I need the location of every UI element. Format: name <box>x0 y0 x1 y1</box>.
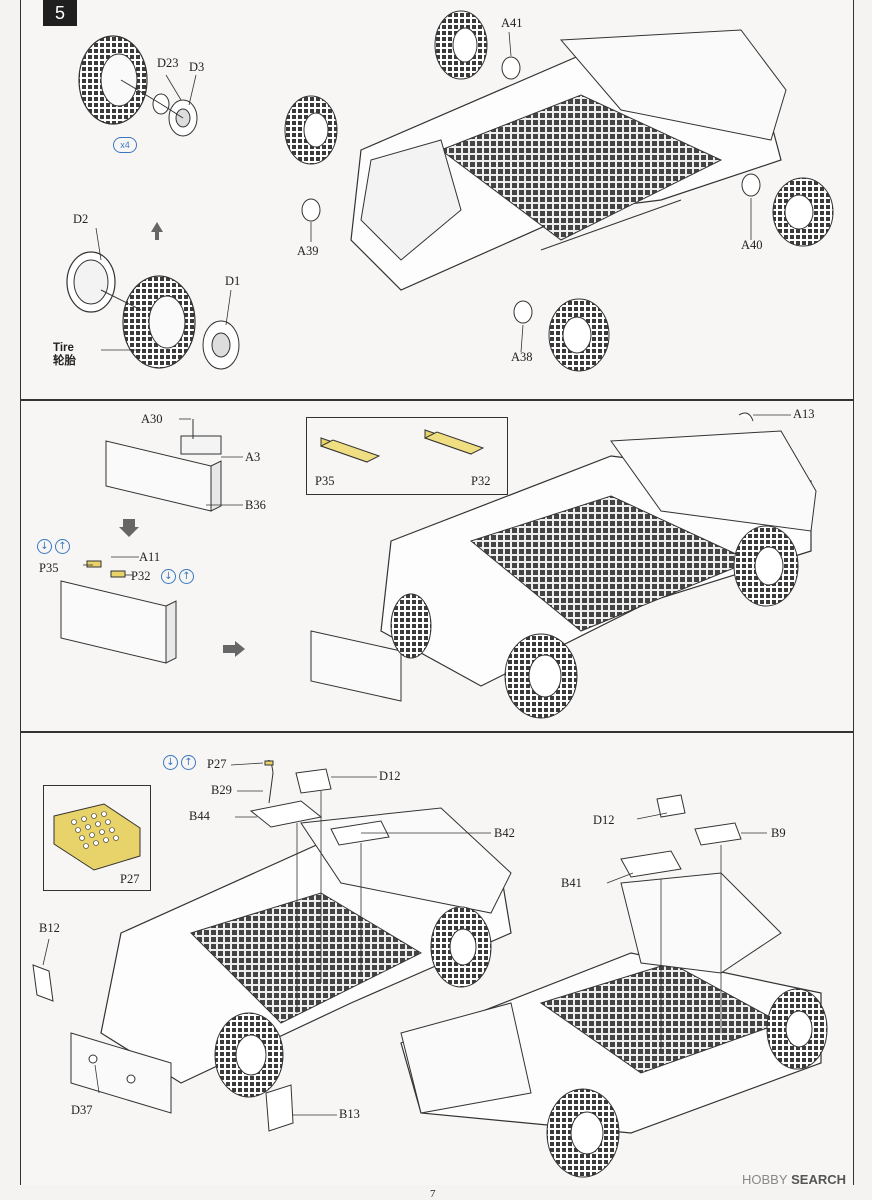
bend-instruction-icons-2: ↓ ↑ <box>161 569 194 584</box>
step-panel-hatches: P27 ↓ ↑ P27 B29 B44 D12 B42 B12 D37 B13 … <box>20 732 854 1185</box>
callout-d23: D23 <box>157 56 179 70</box>
tire-label-zh: 轮胎 <box>53 355 76 367</box>
callout-d3: D3 <box>189 60 205 74</box>
inset-label-p35: P35 <box>315 474 335 488</box>
step-panel-wheels: 5 <box>20 0 854 400</box>
callout-d37: D37 <box>71 1103 93 1117</box>
bend-instruction-icons-3: ↓ ↑ <box>163 755 196 770</box>
callout-b12: B12 <box>39 921 60 935</box>
bend-up-icon: ↑ <box>179 569 194 584</box>
callout-d2: D2 <box>73 212 89 226</box>
watermark-brand: HOBBY <box>742 1172 788 1187</box>
tire-label-en: Tire <box>53 342 74 354</box>
bend-up-icon: ↑ <box>181 755 196 770</box>
wheel-exploded-top <box>78 35 198 137</box>
bumper-assembled <box>60 580 167 664</box>
callout-p27: P27 <box>207 757 227 771</box>
wheel-exploded-bottom <box>66 251 240 370</box>
callout-a3: A3 <box>245 450 261 464</box>
inset-label-p32: P32 <box>471 474 491 488</box>
bend-up-icon: ↑ <box>55 539 70 554</box>
up-arrow-icon <box>151 222 163 240</box>
tire-label: Tire 轮胎 <box>53 342 76 368</box>
callout-b36: B36 <box>245 498 266 512</box>
callout-b29: B29 <box>211 783 232 797</box>
bend-down-icon: ↓ <box>163 755 178 770</box>
bend-instruction-icons-1: ↓ ↑ <box>37 539 70 554</box>
photo-etch-inset-p27: P27 <box>43 785 151 891</box>
callout-a13: A13 <box>793 407 815 421</box>
bend-down-icon: ↓ <box>37 539 52 554</box>
bend-down-icon: ↓ <box>161 569 176 584</box>
inset-label-p27: P27 <box>120 872 140 886</box>
step-panel-bumper: P35 P32 ↓ ↑ ↓ ↑ A30 A3 B36 A11 P35 P32 A… <box>20 400 854 732</box>
callout-d12-left: D12 <box>379 769 401 783</box>
quantity-badge: x4 <box>113 137 137 153</box>
callout-a38: A38 <box>511 350 533 364</box>
callout-p35: P35 <box>39 561 59 575</box>
photo-etch-grille-drawing <box>53 803 141 871</box>
callout-p32: P32 <box>131 569 151 583</box>
callout-a11: A11 <box>139 550 161 564</box>
photo-etch-parts-drawing <box>319 429 485 463</box>
right-arrow-icon <box>223 641 245 657</box>
wheel-assembly-drawing <box>66 10 834 372</box>
chassis-drawing-1 <box>350 29 787 291</box>
callout-d1: D1 <box>225 274 241 288</box>
photo-etch-inset: P35 P32 <box>306 417 508 495</box>
callout-a30: A30 <box>141 412 163 426</box>
callout-a41: A41 <box>501 16 523 30</box>
callout-a39: A39 <box>297 244 319 258</box>
callout-a40: A40 <box>741 238 763 252</box>
step-number-badge: 5 <box>43 0 77 26</box>
callout-b9: B9 <box>771 826 786 840</box>
hatch-assembly-drawing <box>32 760 828 1178</box>
callout-b41: B41 <box>561 876 582 890</box>
bumper-assembly-drawing <box>60 412 817 719</box>
watermark: HOBBY SEARCH <box>742 1172 846 1187</box>
callout-b42: B42 <box>494 826 515 840</box>
down-arrow-icon <box>119 519 139 537</box>
callout-d12-right: D12 <box>593 813 615 827</box>
callout-b44: B44 <box>189 809 210 823</box>
page-number: 7 <box>430 1188 436 1200</box>
watermark-word: SEARCH <box>791 1172 847 1187</box>
callout-b13: B13 <box>339 1107 360 1121</box>
